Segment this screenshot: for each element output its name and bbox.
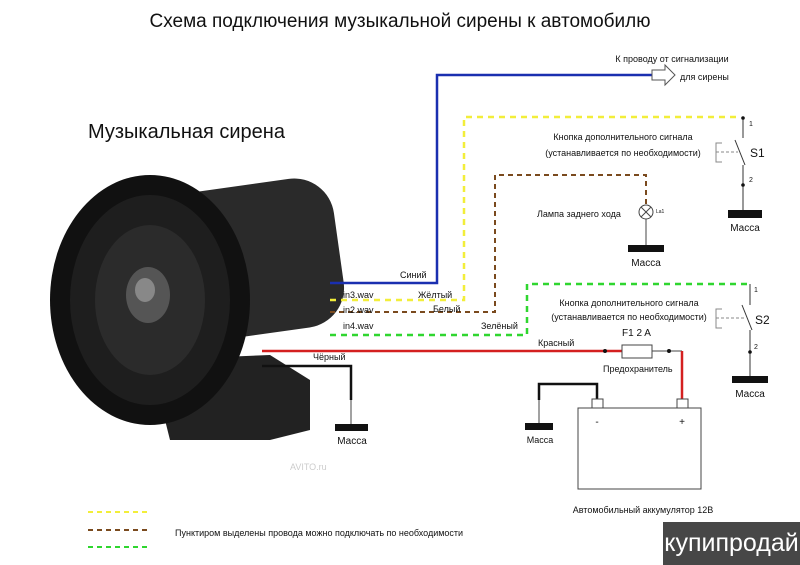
watermark: купипродай [663,522,800,565]
ground-symbol [525,423,553,430]
red-wire-label: Красный [538,338,574,348]
button1-note: (устанавливается по необходимости) [545,148,701,158]
green-wire [330,282,748,337]
fuse-id: F1 2 A [622,328,651,339]
ground-label: Масса [631,258,661,269]
battery-plus: + [679,417,685,428]
siren-image [50,175,345,440]
lamp-icon [638,204,654,245]
ground-symbol [628,245,664,252]
lamp-label: Лампа заднего хода [537,209,621,219]
white-wire [330,174,647,313]
ground-label: Масса [735,389,765,400]
black-wire [262,364,353,400]
ground-symbol [728,210,762,218]
alarm-label: К проводу от сигнализации [615,54,728,64]
blue-wire [330,73,652,285]
ground-symbol [732,376,768,383]
s1-pin1: 1 [749,121,753,128]
fuse-icon [621,344,653,359]
battery-label: Автомобильный аккумулятор 12В [573,505,714,515]
ground-label: Масса [337,436,367,447]
ground-label: Масса [730,223,760,234]
s2-pin1: 1 [754,287,758,294]
battery-minus: - [595,417,598,428]
switch-s2 [715,284,753,377]
input-in4: in4.wav [343,321,374,331]
button2-note: (устанавливается по необходимости) [551,312,707,322]
white-wire-label: Белый [433,304,460,314]
button2-label: Кнопка дополнительного сигнала [559,298,698,308]
blue-wire-label: Синий [400,270,427,280]
yellow-wire-label: Жёлтый [418,290,452,300]
input-in2: in2.wav [343,305,374,315]
siren-label: Музыкальная сирена [88,121,286,143]
s2-label: S2 [755,313,770,327]
input-in3: in3.wav [343,290,374,300]
arrow-icon [651,63,676,87]
ground-label: Масса [527,435,554,445]
black-wire-label: Чёрный [313,352,345,362]
avito-watermark: AVITO.ru [290,462,327,472]
battery-icon [577,398,702,490]
s1-label: S1 [750,146,765,160]
ground-symbol [335,424,368,431]
diagram-title: Схема подключения музыкальной сирены к а… [150,11,651,32]
s2-pin2: 2 [754,344,758,351]
fuse-label: Предохранитель [603,364,673,374]
s1-pin2: 2 [749,177,753,184]
button1-label: Кнопка дополнительного сигнала [553,132,692,142]
yellow-wire [330,115,740,302]
green-wire-label: Зелёный [481,321,518,331]
lamp-id: La1 [656,209,665,215]
legend-text: Пунктиром выделены провода можно подключ… [175,528,463,538]
switch-s1 [715,118,746,210]
alarm-label-2: для сирены [680,72,729,82]
